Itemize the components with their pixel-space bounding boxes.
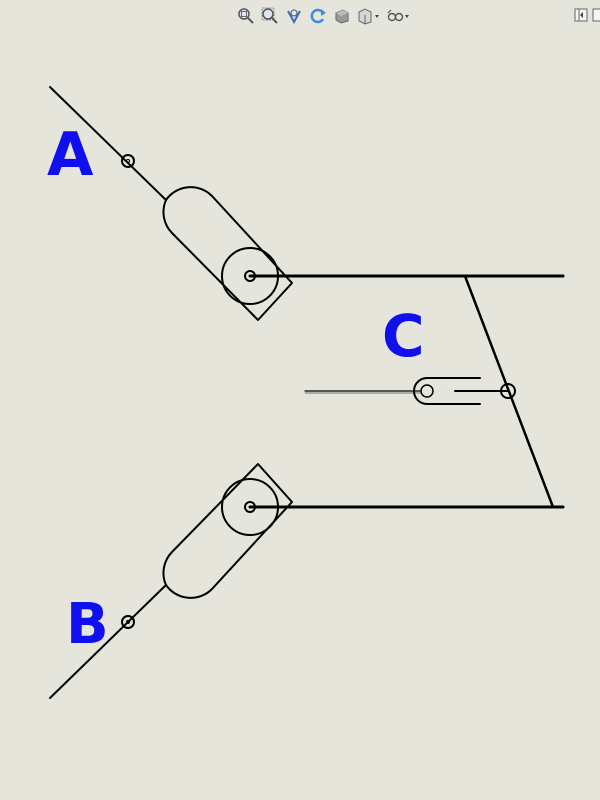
upper-link-body (162, 186, 293, 321)
center-mechanism (304, 274, 555, 509)
view-pane-extra-icon[interactable] (592, 8, 600, 22)
previous-view-icon[interactable] (284, 6, 304, 26)
upper-arm-assembly (49, 86, 565, 321)
lower-arm-assembly (49, 463, 565, 699)
clevis-pin (420, 384, 434, 398)
zoom-to-area-icon[interactable] (260, 6, 280, 26)
view-pane-icon[interactable] (574, 8, 588, 22)
connecting-diagonal-link (463, 274, 555, 509)
label-a: A (47, 120, 94, 190)
heads-up-toolbar (236, 4, 412, 28)
upper-rod-pin (121, 154, 135, 168)
lower-link-body (162, 463, 293, 599)
rebuild-icon[interactable] (308, 6, 328, 26)
lower-rod-line (49, 584, 167, 699)
clevis-fork (413, 377, 481, 405)
hide-show-items-icon[interactable] (386, 6, 412, 26)
label-c: C (382, 302, 425, 370)
view-orientation-icon[interactable] (356, 6, 382, 26)
section-view-icon[interactable] (332, 6, 352, 26)
label-b: B (66, 592, 109, 657)
upper-rod-pin-center (126, 159, 130, 163)
zoom-to-fit-icon[interactable] (236, 6, 256, 26)
lower-rod-pin (121, 615, 135, 629)
right-toolbar (574, 8, 600, 22)
lower-rod-pin-center (126, 620, 130, 624)
upper-rod-line (49, 86, 167, 201)
